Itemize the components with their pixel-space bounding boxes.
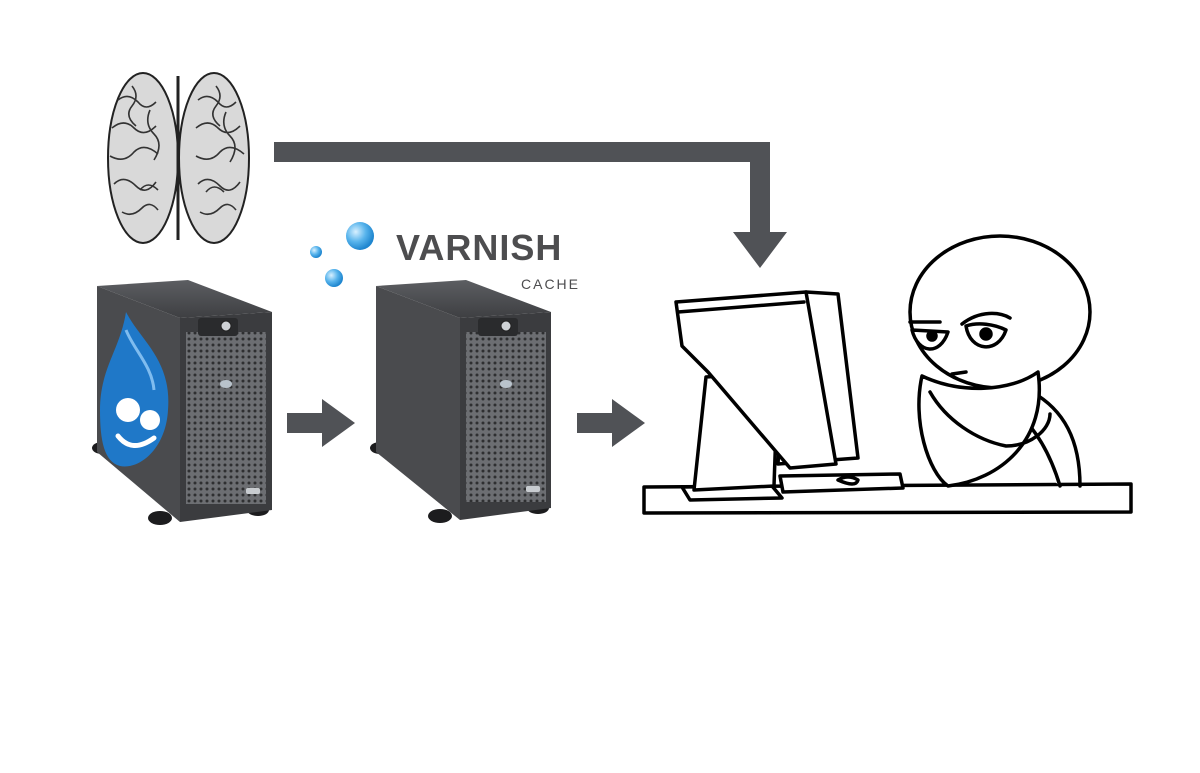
bubbles-icon <box>310 222 374 287</box>
arrow-varnish-to-user <box>577 399 645 447</box>
rage-comic-computer-user-icon <box>642 234 1133 515</box>
drupal-drop-icon <box>100 312 169 467</box>
varnish-server <box>370 280 551 523</box>
drupal-server <box>92 280 272 525</box>
varnish-logo-subtitle: CACHE <box>521 276 581 292</box>
varnish-logo-text: VARNISH <box>396 227 563 268</box>
brain-icon <box>107 72 250 244</box>
arrow-drupal-to-varnish <box>287 399 355 447</box>
arrow-brain-to-user <box>274 142 787 268</box>
